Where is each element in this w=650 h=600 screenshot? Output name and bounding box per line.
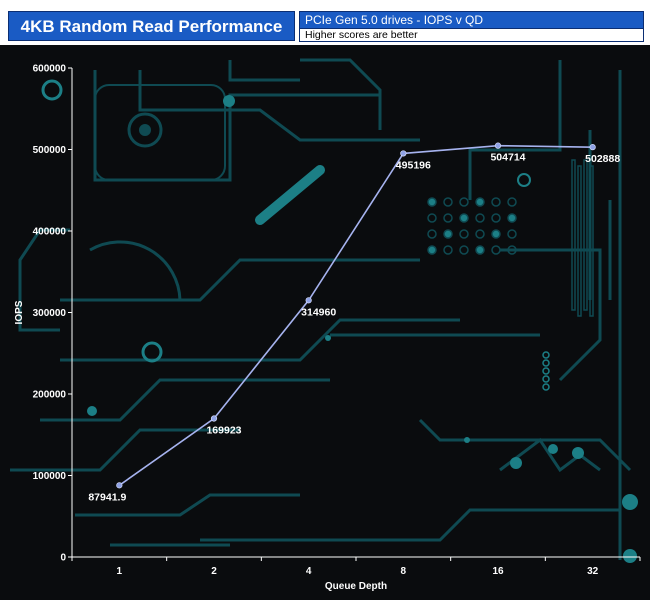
y-axis-title: IOPS bbox=[14, 300, 25, 324]
data-label: 495196 bbox=[396, 159, 431, 171]
y-tick-label: 500000 bbox=[33, 145, 67, 156]
data-series: 87941.9 169923 314960 495196 504714 502888 bbox=[88, 142, 620, 503]
chart-note: Higher scores are better bbox=[299, 29, 644, 42]
x-axis-title: Queue Depth bbox=[325, 581, 387, 592]
plot-background bbox=[0, 45, 650, 600]
y-tick-label: 200000 bbox=[33, 390, 67, 401]
chart-subtitle: PCIe Gen 5.0 drives - IOPS v QD bbox=[299, 11, 644, 29]
y-tick-label: 0 bbox=[60, 553, 66, 564]
x-tick-label: 1 bbox=[117, 566, 123, 577]
x-tick-label: 8 bbox=[401, 566, 407, 577]
data-point bbox=[116, 482, 123, 489]
data-label: 87941.9 bbox=[88, 491, 126, 503]
data-label: 504714 bbox=[490, 152, 525, 164]
x-tick-label: 32 bbox=[587, 566, 599, 577]
series-line bbox=[118, 144, 593, 486]
x-tick-label: 16 bbox=[492, 566, 504, 577]
data-point bbox=[494, 142, 502, 149]
x-tick-label: 2 bbox=[211, 566, 217, 577]
x-tick-label: 4 bbox=[306, 566, 312, 577]
data-point bbox=[400, 150, 407, 157]
chart-title: 4KB Random Read Performance bbox=[8, 11, 295, 41]
data-point bbox=[210, 415, 218, 422]
y-tick-label: 300000 bbox=[33, 308, 67, 319]
data-point bbox=[589, 144, 596, 151]
y-tick-label: 100000 bbox=[33, 471, 67, 482]
data-label: 169923 bbox=[206, 425, 241, 437]
data-label: 502888 bbox=[585, 153, 620, 165]
data-point bbox=[305, 297, 312, 304]
y-tick-label: 600000 bbox=[33, 64, 67, 75]
data-label: 314960 bbox=[301, 306, 336, 318]
y-tick-label: 400000 bbox=[33, 227, 67, 238]
axes: 0 100000 200000 300000 400000 500000 600000 1 2 4… bbox=[33, 64, 641, 577]
